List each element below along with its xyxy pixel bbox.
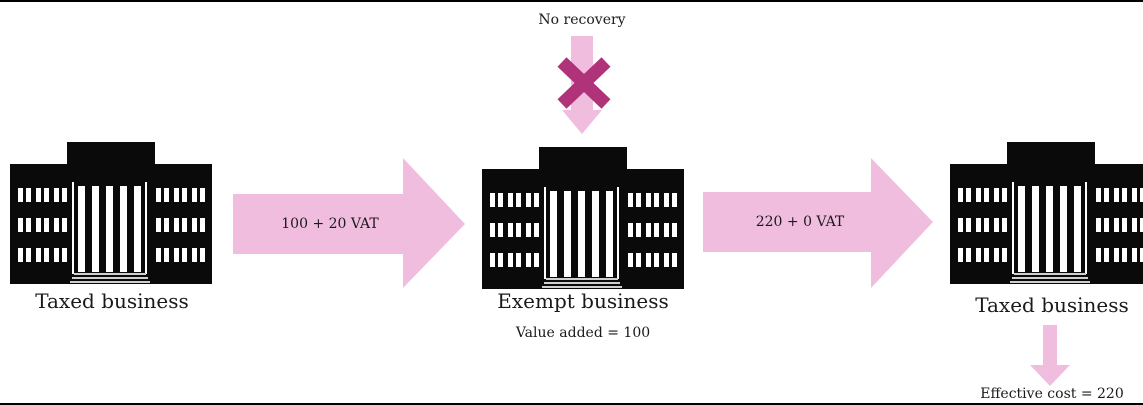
- arrow-right-icon: [703, 158, 933, 288]
- entity-label-taxed-2: Taxed business: [975, 293, 1129, 317]
- building-icon: [482, 147, 684, 289]
- top-rule: [0, 0, 1143, 2]
- building-icon: [10, 142, 212, 284]
- arrow-down-icon: [1030, 325, 1070, 386]
- building-icon: [950, 142, 1143, 284]
- cross-icon: [557, 57, 611, 109]
- arrow-right-icon: [233, 158, 465, 288]
- no-recovery-note: No recovery: [538, 12, 626, 28]
- flow-label-1: 100 + 20 VAT: [281, 216, 379, 232]
- bottom-rule: [0, 403, 1143, 405]
- entity-label-exempt: Exempt business: [497, 289, 669, 313]
- entity-label-taxed-1: Taxed business: [35, 289, 189, 313]
- flow-label-2: 220 + 0 VAT: [755, 214, 845, 230]
- effective-cost-note: Effective cost = 220: [980, 386, 1124, 402]
- value-added-note: Value added = 100: [515, 325, 651, 341]
